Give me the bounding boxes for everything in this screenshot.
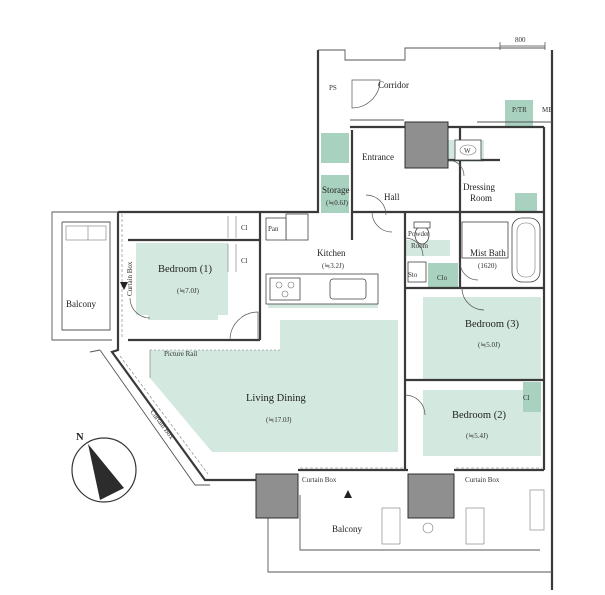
clo-label: Clo <box>437 274 448 282</box>
mist-bath-label: Mist Bath <box>470 248 506 258</box>
bedroom3-area-label: (≒5.0J) <box>478 341 501 349</box>
storage-label: Storage <box>322 185 350 195</box>
storage-area-label: (≒0.6J) <box>326 199 349 207</box>
curtain-box-left-label: Curtain Box <box>126 261 134 296</box>
kitchen-area-label: (≒3.2J) <box>322 262 345 270</box>
corridor-label: Corridor <box>378 80 409 90</box>
bedroom2-label: Bedroom (2) <box>452 410 506 421</box>
walls <box>51 47 554 590</box>
pantry-label: Pan <box>268 225 279 233</box>
bedroom2-area-label: (≒5.4J) <box>466 432 489 440</box>
bedroom1-label: Bedroom (1) <box>158 264 212 275</box>
hall-label: Hall <box>384 192 400 202</box>
entrance-label: Entrance <box>362 152 394 162</box>
curtain-box-bottom-label: Curtain Box <box>302 476 337 484</box>
mb-label: MB <box>542 106 553 114</box>
balcony-bottom-label: Balcony <box>332 524 362 534</box>
balcony-left-label: Balcony <box>66 299 96 309</box>
cl3-label: Cl <box>523 394 530 402</box>
fixtures <box>65 139 545 545</box>
scale-label: 800 <box>515 36 526 44</box>
picture-rail-label: Picture Rail <box>164 350 197 358</box>
ps-label: PS <box>329 84 337 92</box>
mist-bath-area-label: (1620) <box>478 262 497 270</box>
bedroom1-area-label: (≒7.0J) <box>177 287 200 295</box>
sto-label: Sto <box>408 271 418 279</box>
cl-label: Cl <box>241 224 248 232</box>
cl2-label: Cl <box>241 257 248 265</box>
bedroom3-label: Bedroom (3) <box>465 319 519 330</box>
entrance-arrow-icon <box>120 282 128 290</box>
powder-label: Powder <box>408 230 430 238</box>
scale-bar: 800 <box>499 36 546 50</box>
ptr-label: P/TR <box>512 106 527 114</box>
room-label: Room <box>411 242 429 250</box>
curtain-box-right-label: Curtain Box <box>465 476 500 484</box>
dressing-room-label: Room <box>470 193 492 203</box>
kitchen-label: Kitchen <box>317 248 346 258</box>
compass-label: N <box>76 432 84 443</box>
door-swings <box>129 79 485 416</box>
living-label: Living Dining <box>246 393 307 404</box>
wash-label: W <box>464 147 471 155</box>
dressing-label: Dressing <box>463 182 495 192</box>
living-area-label: (≒17.0J) <box>266 416 292 424</box>
sink-icon <box>329 278 367 300</box>
balcony-arrow-icon <box>344 490 352 498</box>
stove-icon <box>269 277 301 301</box>
bathtub-icon <box>516 222 536 278</box>
pillars <box>255 121 455 519</box>
compass-icon: N <box>71 432 137 503</box>
